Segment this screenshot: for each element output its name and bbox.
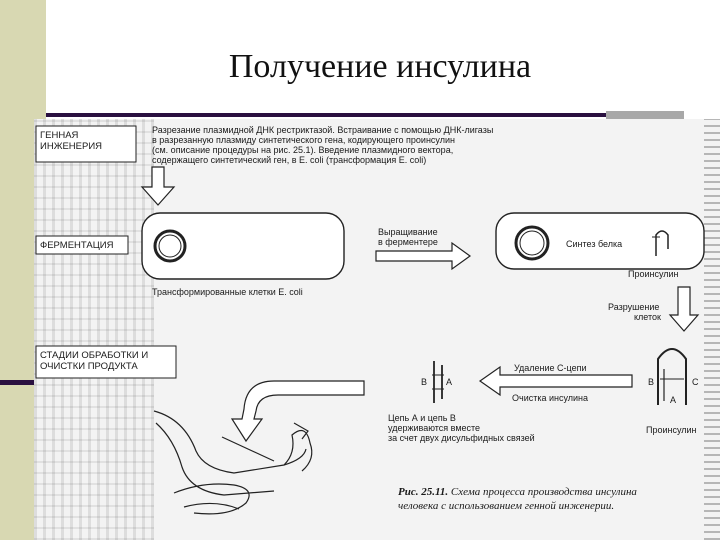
stage-genetic-engineering: ГЕННАЯ ИНЖЕНЕРИЯ [40,130,134,152]
chains-label-line3: за счет двух дисульфидных связей [388,433,535,443]
destruction-label-line2: клеток [634,312,661,322]
chain-b2-letter: B [648,377,654,387]
slide-title: Получение инсулина [150,48,610,86]
chain-a-letter: A [446,377,452,387]
title-rule [46,113,606,117]
cutting-text-line4: содержащего синтетический ген, в E. coli… [152,155,426,165]
proinsulin-label-bottom: Проинсулин [646,425,697,435]
title-rule-accent [606,111,684,119]
cutting-text-line2: в разрезанную плазмиду синтетического ге… [152,135,455,145]
chain-a2-letter: A [670,395,676,405]
stage-fermentation: ФЕРМЕНТАЦИЯ [40,240,130,251]
cell-box-left [142,213,344,279]
insulin-purification-label: Очистка инсулина [512,393,588,403]
growing-label-line2: в ферментере [378,237,438,247]
diagram-graphics [34,119,720,540]
figure-caption-line1: Рис. 25.11. Схема процесса производства … [398,485,637,499]
curved-arrow-injection [232,381,364,441]
figure-caption-text1: Схема процесса производства инсулина [451,486,637,498]
down-arrow-2 [670,287,698,331]
growing-label-line1: Выращивание [378,227,438,237]
stage-processing: СТАДИИ ОБРАБОТКИ И ОЧИСТКИ ПРОДУКТА [40,350,174,372]
figure-caption-label: Рис. 25.11. [398,486,448,498]
destruction-label-line1: Разрушение [608,302,659,312]
chains-label-line2: удерживаются вместе [388,423,480,433]
chain-b-letter: B [421,377,427,387]
figure-caption-line2: человека с использованием генной инженер… [398,499,614,513]
c-chain-removal-label: Удаление С-цепи [514,363,587,373]
diagram-scan: ГЕННАЯ ИНЖЕНЕРИЯ ФЕРМЕНТАЦИЯ СТАДИИ ОБРА… [34,119,720,540]
proinsulin-label-top: Проинсулин [628,269,679,279]
injection-illustration [154,411,312,514]
protein-synthesis-label: Синтез белка [566,239,622,249]
transformed-cells-label: Трансформированные клетки E. coli [152,287,303,297]
chains-label-line1: Цепь А и цепь В [388,413,456,423]
cutting-text-line1: Разрезание плазмидной ДНК рестриктазой. … [152,125,493,135]
down-arrow-1 [142,167,174,205]
cutting-text-line3: (см. описание процедуры на рис. 25.1). В… [152,145,453,155]
chain-c-letter: C [692,377,699,387]
